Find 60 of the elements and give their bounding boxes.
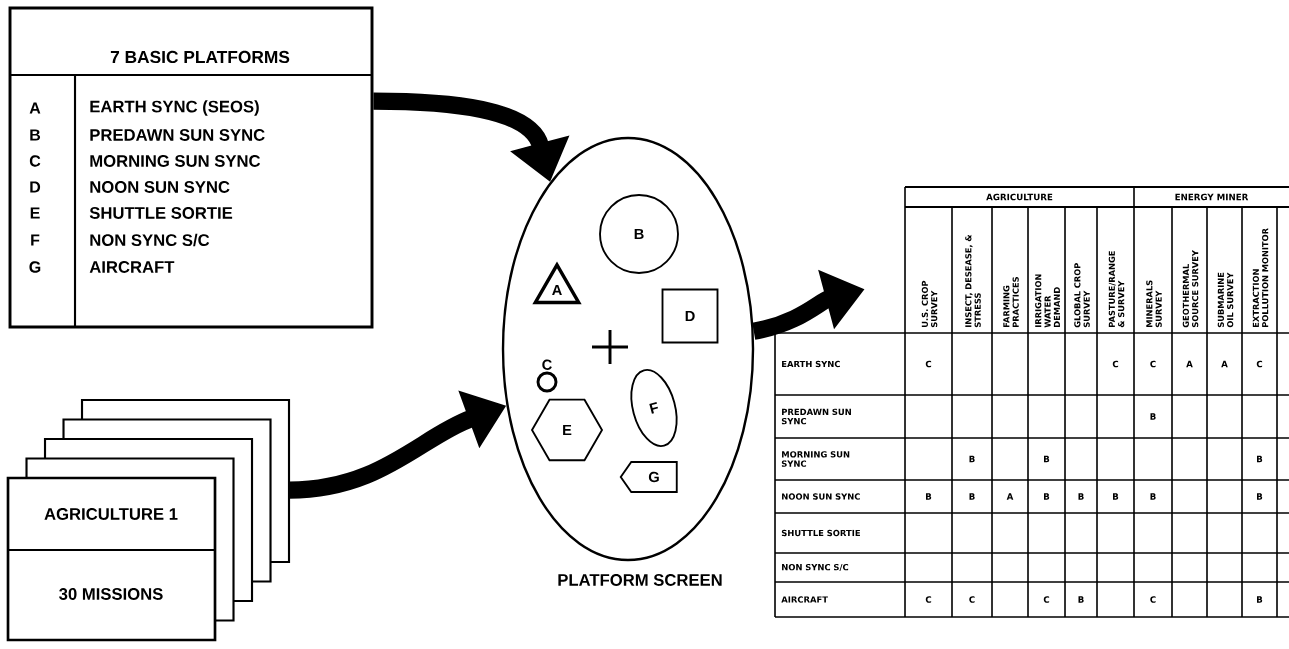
- list-heading: 7 BASIC PLATFORMS: [110, 50, 290, 64]
- table-cell: A: [1006, 493, 1014, 500]
- platform-name: MORNING SUN SYNC: [90, 155, 261, 167]
- table-cell: B: [969, 493, 975, 500]
- table-cell: B: [1257, 455, 1263, 463]
- table-cell: B: [1150, 493, 1156, 500]
- table-cell: B: [1113, 493, 1119, 500]
- row-header: MORNING SUN SYNC: [781, 451, 850, 467]
- row-header: AIRCRAFT: [781, 596, 828, 603]
- column-header: MINERALS SURVEY: [1146, 280, 1162, 328]
- table-cell: B: [1078, 493, 1084, 500]
- column-header: INSECT, DESEASE, & STRESS: [965, 234, 981, 328]
- column-header: U.S. CROP SURVEY: [921, 280, 938, 328]
- row-header: PREDAWN SUN SYNC: [781, 408, 851, 425]
- table-cell: B: [1078, 596, 1084, 603]
- row-header: NON SYNC S/C: [782, 564, 849, 571]
- table-cell: B: [1257, 596, 1263, 603]
- screen-caption: PLATFORM SCREEN: [558, 574, 722, 586]
- column-header: EXTRACTION POLLUTION MONITOR: [1252, 228, 1269, 327]
- platform-letter: F: [31, 234, 40, 246]
- platform-name: EARTH SYNC (SEOS): [90, 100, 259, 116]
- column-header: GLOBAL CROP SURVEY: [1074, 263, 1090, 328]
- table-cell: B: [969, 455, 975, 463]
- table-cell: C: [925, 596, 932, 603]
- group-header: ENERGY MINER: [1175, 193, 1249, 201]
- platform-letter: C: [29, 155, 41, 167]
- table-cell: B: [1257, 493, 1263, 500]
- table-cell: B: [1044, 455, 1050, 463]
- platform-name: NON SYNC S/C: [90, 233, 210, 247]
- table-cell: C: [1256, 360, 1263, 368]
- platform-name: AIRCRAFT: [89, 261, 175, 273]
- table-cell: B: [1150, 413, 1156, 420]
- platform-letter: G: [29, 261, 41, 273]
- table-cell: C: [1112, 360, 1119, 368]
- platform-letter: E: [30, 207, 40, 219]
- table-cell: C: [969, 596, 975, 603]
- table-cell: B: [1044, 493, 1050, 500]
- row-header: NOON SUN SYNC: [782, 493, 860, 500]
- row-header: EARTH SYNC: [782, 360, 840, 368]
- column-header: GEOTHERMAL SOURCE SURVEY: [1182, 250, 1199, 328]
- platform-letter: B: [30, 129, 41, 141]
- table-grid: [774, 186, 1289, 618]
- table-cell: C: [925, 360, 932, 368]
- table-cell: C: [1043, 596, 1050, 603]
- column-header: SUBMARINE OIL SURVEY: [1217, 272, 1234, 328]
- group-header: AGRICULTURE: [986, 193, 1053, 201]
- table-cell: A: [1221, 360, 1228, 368]
- table-cell: C: [1150, 360, 1156, 368]
- column-header: IRRIGATION WATER DEMAND: [1035, 274, 1060, 328]
- row-header: SHUTTLE SORTIE: [781, 529, 860, 537]
- platform-letter: D: [30, 181, 41, 193]
- platform-name: SHUTTLE SORTIE: [89, 207, 233, 219]
- table-cell: C: [1150, 596, 1156, 603]
- column-header: FARMING PRACTICES: [1003, 277, 1019, 327]
- table-cell: A: [1186, 360, 1193, 368]
- platform-name: NOON SUN SYNC: [90, 181, 230, 193]
- table-cell: B: [926, 493, 932, 500]
- column-header: PASTURE/RANGE & SURVEY: [1108, 251, 1125, 328]
- platform-name: PREDAWN SUN SYNC: [90, 129, 265, 141]
- platform-letter: A: [29, 102, 41, 114]
